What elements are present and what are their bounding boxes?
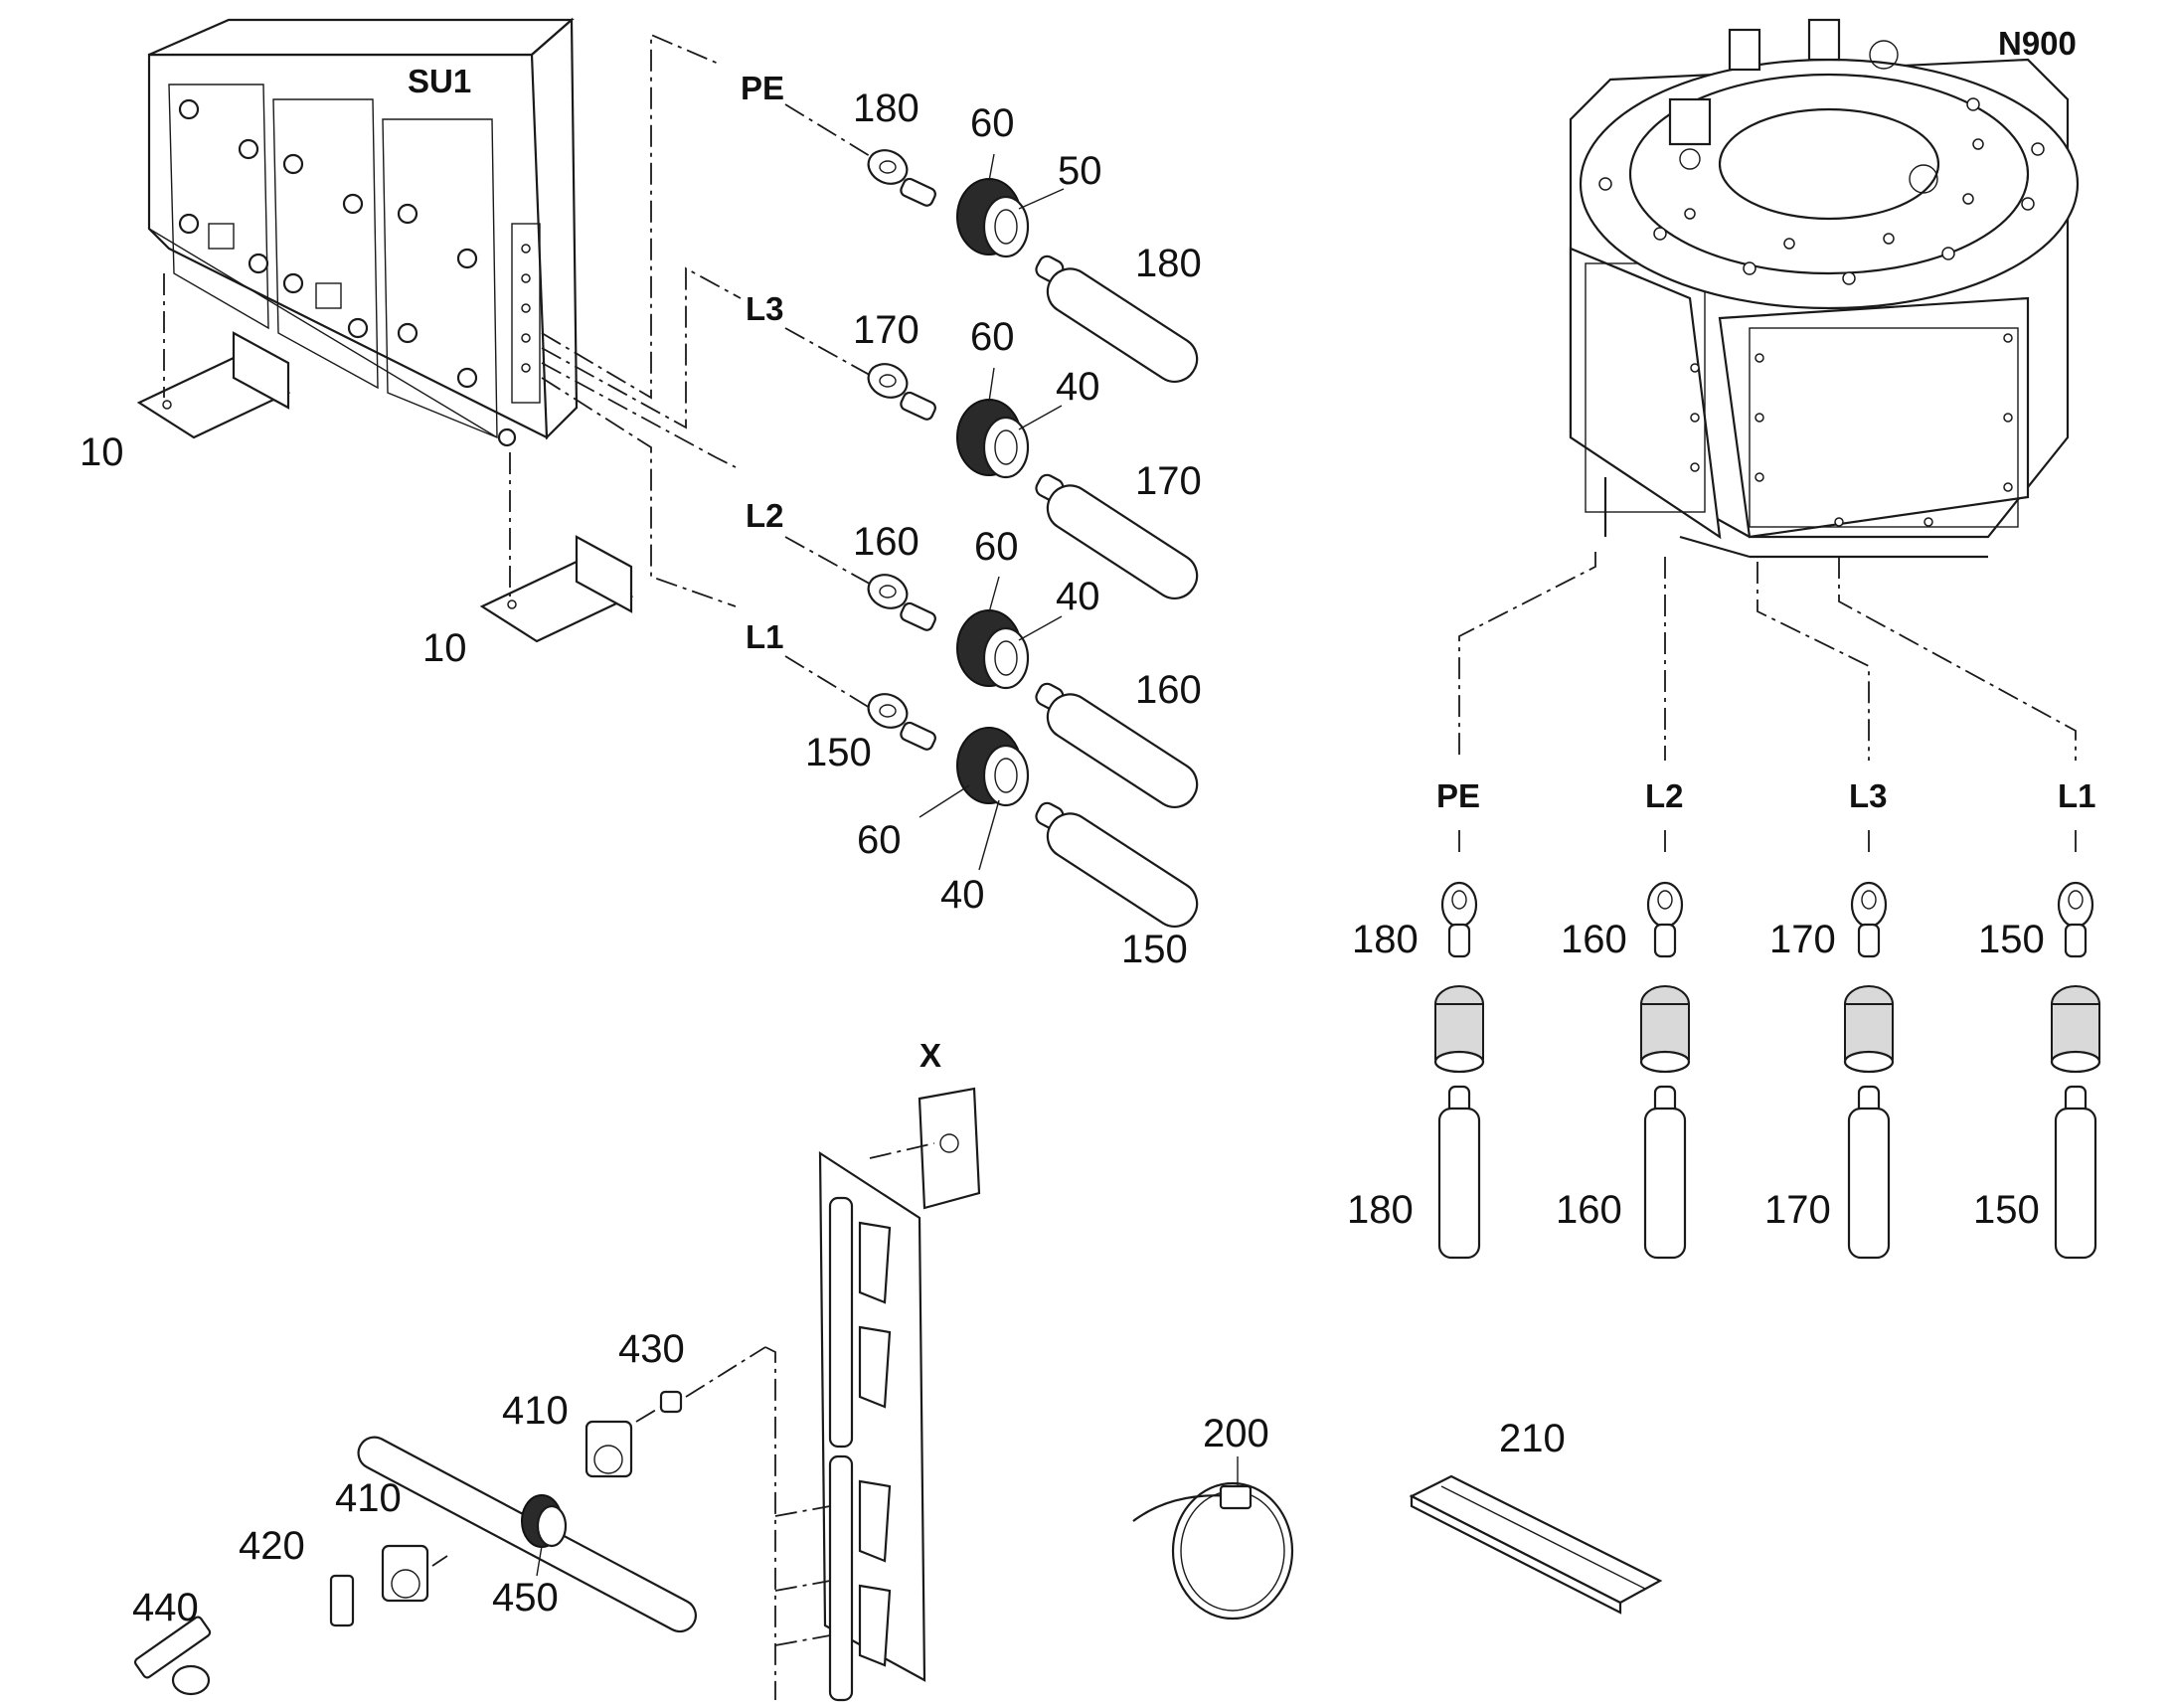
cable-tie-200 — [1132, 1481, 1294, 1621]
left-cable-l3-callout: 170 — [1135, 459, 1202, 503]
right-lug-l3-callout: 170 — [1769, 918, 1836, 961]
left-seal-l2-callout: 40 — [1056, 575, 1100, 618]
bracket-lower-callout: 10 — [422, 626, 467, 670]
left-cable-l2 — [1035, 682, 1199, 808]
left-lug-l2-callout: 160 — [853, 520, 919, 564]
bracket-upper-callout: 10 — [80, 430, 124, 474]
left-l3-label: L3 — [746, 290, 784, 327]
left-cable-l1-callout: 150 — [1121, 928, 1188, 971]
detail-x-label: X — [919, 1037, 941, 1074]
strip-210-callout: 210 — [1499, 1417, 1566, 1460]
left-cable-l2-callout: 160 — [1135, 668, 1202, 712]
su1-label: SU1 — [408, 63, 471, 99]
right-cable-pe-callout: 180 — [1347, 1188, 1414, 1232]
strip-210 — [1409, 1474, 1663, 1615]
mounting-bracket-lower — [479, 452, 634, 643]
right-set-l2 — [1639, 881, 1691, 1260]
left-gland-pe-callout: 60 — [970, 101, 1015, 145]
left-lug-l1 — [867, 693, 936, 751]
left-l2-label: L2 — [746, 497, 784, 534]
left-lug-pe-callout: 180 — [853, 86, 919, 130]
left-gland-l1 — [956, 727, 1030, 807]
right-cable-l1-callout: 150 — [1973, 1188, 2040, 1232]
right-l2-label: L2 — [1645, 777, 1684, 814]
left-seal-l1-callout: 40 — [940, 873, 985, 917]
clamp-410-b-callout: 410 — [335, 1476, 402, 1520]
left-cable-pe — [1035, 255, 1199, 383]
left-pe-label: PE — [741, 70, 784, 106]
detail-x-plate — [764, 1087, 981, 1702]
right-lug-l2-callout: 160 — [1561, 918, 1627, 961]
mounting-bracket-upper — [136, 273, 291, 439]
clamp-410-a-callout: 410 — [502, 1389, 569, 1433]
clamp-assembly — [133, 1346, 766, 1696]
left-lug-l2 — [867, 574, 936, 631]
n900-leader-lines — [1458, 552, 2077, 855]
washer-420-callout: 420 — [239, 1524, 305, 1568]
left-seal-pe-callout: 50 — [1058, 149, 1102, 193]
right-set-pe — [1433, 881, 1485, 1260]
left-gland-l2 — [956, 609, 1030, 690]
left-cable-l1 — [1035, 801, 1199, 928]
left-lug-l1-callout: 150 — [805, 731, 872, 774]
right-pe-label: PE — [1436, 777, 1480, 814]
right-cable-l3-callout: 170 — [1764, 1188, 1831, 1232]
nut-430-callout: 430 — [618, 1327, 685, 1371]
left-seal-l3-callout: 40 — [1056, 365, 1100, 409]
grommet-450-callout: 450 — [492, 1576, 559, 1620]
right-set-l1 — [2050, 881, 2101, 1260]
left-gland-l3 — [956, 399, 1030, 479]
su1-leader-lines — [541, 33, 876, 712]
right-l3-label: L3 — [1849, 777, 1888, 814]
left-lug-pe — [867, 149, 936, 207]
left-l1-label: L1 — [746, 618, 784, 655]
n900-label: N900 — [1998, 25, 2077, 62]
right-lug-l1-callout: 150 — [1978, 918, 2045, 961]
left-cable-pe-callout: 180 — [1135, 242, 1202, 285]
right-set-l3 — [1843, 881, 1895, 1260]
left-lug-l3-callout: 170 — [853, 308, 919, 352]
left-gland-l3-callout: 60 — [970, 315, 1015, 359]
left-lug-l3 — [867, 363, 936, 421]
screw-440-callout: 440 — [132, 1586, 199, 1629]
cable-tie-200-callout: 200 — [1203, 1412, 1269, 1455]
left-cable-l3 — [1035, 473, 1199, 599]
left-gland-pe — [956, 178, 1030, 258]
right-l1-label: L1 — [2058, 777, 2096, 814]
left-gland-l1-callout: 60 — [857, 818, 902, 862]
left-gland-l2-callout: 60 — [974, 525, 1019, 569]
n900-unit — [1569, 18, 2080, 559]
right-lug-pe-callout: 180 — [1352, 918, 1419, 961]
right-cable-l2-callout: 160 — [1556, 1188, 1622, 1232]
